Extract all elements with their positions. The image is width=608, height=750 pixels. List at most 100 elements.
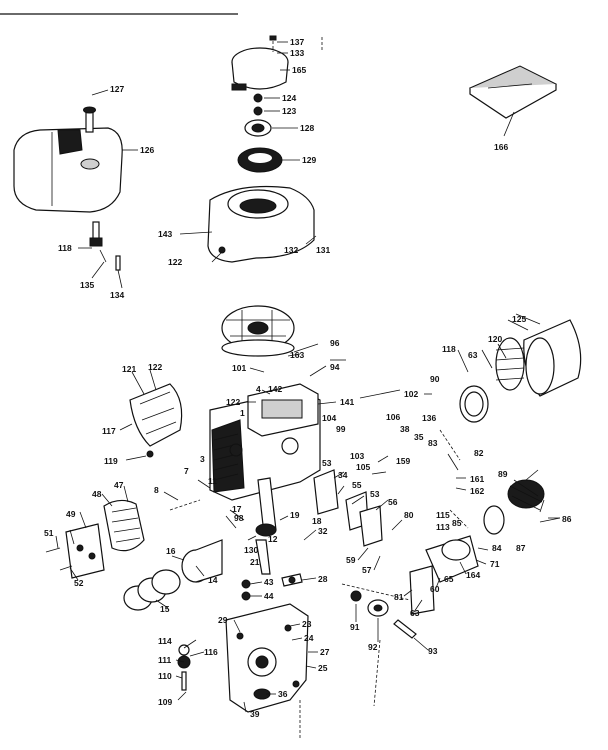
label-53-b: 53 xyxy=(370,489,380,499)
label-125: 125 xyxy=(512,314,526,324)
label-110: 110 xyxy=(158,671,172,681)
label-87: 87 xyxy=(516,543,526,553)
bolt-43 xyxy=(241,579,251,589)
label-86: 86 xyxy=(562,514,572,524)
label-35: 35 xyxy=(414,432,424,442)
manual-booklet xyxy=(468,65,558,119)
label-39: 39 xyxy=(250,709,260,719)
label-25: 25 xyxy=(318,663,328,673)
label-105: 105 xyxy=(356,462,370,472)
label-131: 131 xyxy=(316,245,330,255)
label-127: 127 xyxy=(110,84,124,94)
label-99: 99 xyxy=(336,424,346,434)
label-98: 98 xyxy=(234,513,244,523)
label-119: 119 xyxy=(104,456,118,466)
label-92: 92 xyxy=(368,642,378,652)
label-24: 24 xyxy=(304,633,314,643)
label-123: 123 xyxy=(282,106,296,116)
screws xyxy=(45,359,561,571)
label-113: 113 xyxy=(436,522,450,532)
rewind-spring-129 xyxy=(237,147,283,173)
pulley-128 xyxy=(244,119,272,137)
label-4: 4 xyxy=(256,384,261,394)
label-29: 29 xyxy=(218,615,228,625)
label-161: 161 xyxy=(470,474,484,484)
label-18: 18 xyxy=(312,516,322,526)
label-114: 114 xyxy=(158,636,172,646)
air-cleaner xyxy=(103,499,145,552)
mounting-bracket xyxy=(65,523,105,579)
label-132: 132 xyxy=(284,245,298,255)
label-3: 3 xyxy=(200,454,205,464)
crankshaft xyxy=(255,477,277,575)
crankcase xyxy=(225,603,309,713)
label-1: 1 xyxy=(240,408,245,418)
gasket-stack xyxy=(123,569,181,611)
label-43: 43 xyxy=(264,577,274,587)
label-137: 137 xyxy=(290,37,304,47)
label-leaders xyxy=(55,41,560,713)
label-71: 71 xyxy=(490,559,500,569)
label-141: 141 xyxy=(340,397,354,407)
label-134: 134 xyxy=(110,290,124,300)
label-121: 121 xyxy=(122,364,136,374)
label-143: 143 xyxy=(158,229,172,239)
label-38: 38 xyxy=(400,424,410,434)
label-16: 16 xyxy=(166,546,176,556)
label-122-a: 122 xyxy=(168,257,182,267)
label-166: 166 xyxy=(494,142,508,152)
muffler-ring xyxy=(459,385,489,423)
label-80: 80 xyxy=(404,510,414,520)
label-17: 17 xyxy=(232,504,242,514)
label-96: 96 xyxy=(330,338,340,348)
label-11: 11 xyxy=(208,476,217,486)
label-57: 57 xyxy=(362,565,372,575)
label-103: 103 xyxy=(350,451,364,461)
label-118-b: 118 xyxy=(442,344,456,354)
label-124: 124 xyxy=(282,93,296,103)
rod-93 xyxy=(393,619,417,639)
valve-stack xyxy=(177,644,191,691)
label-47: 47 xyxy=(114,480,124,490)
label-117: 117 xyxy=(102,426,116,436)
label-7: 7 xyxy=(184,466,189,476)
label-122-b: 122 xyxy=(148,362,162,372)
label-122-c: 122 xyxy=(226,397,240,407)
label-60: 60 xyxy=(430,584,440,594)
label-135: 135 xyxy=(80,280,94,290)
ignition-module xyxy=(483,479,545,535)
washer-124 xyxy=(253,93,263,103)
starter-cup xyxy=(231,35,289,91)
label-164: 164 xyxy=(466,570,480,580)
muffler-baffle xyxy=(495,337,525,391)
assembly-lines xyxy=(169,36,469,740)
label-12: 12 xyxy=(268,534,278,544)
label-89: 89 xyxy=(498,469,508,479)
bolt-44 xyxy=(241,591,251,601)
label-162: 162 xyxy=(470,486,484,496)
label-63-a: 63 xyxy=(468,350,478,360)
label-59: 59 xyxy=(346,555,356,565)
label-81: 81 xyxy=(394,592,404,602)
label-53-a: 53 xyxy=(322,458,332,468)
blower-housing xyxy=(207,185,315,263)
label-84: 84 xyxy=(492,543,502,553)
fuel-cap-screw xyxy=(83,106,96,133)
label-55: 55 xyxy=(352,480,362,490)
label-136: 136 xyxy=(422,413,436,423)
cylinder-shroud xyxy=(129,383,183,458)
label-109: 109 xyxy=(158,697,172,707)
label-120: 120 xyxy=(488,334,502,344)
label-94: 94 xyxy=(330,362,340,372)
label-28: 28 xyxy=(318,574,328,584)
label-93: 93 xyxy=(428,646,438,656)
label-49: 49 xyxy=(66,509,76,519)
washer-123 xyxy=(253,106,263,116)
label-52: 52 xyxy=(74,578,84,588)
engine-block xyxy=(209,383,321,501)
label-159: 159 xyxy=(396,456,410,466)
label-8: 8 xyxy=(154,485,159,495)
callout-labels: 137 133 165 127 126 124 123 128 129 166 … xyxy=(44,37,572,719)
label-85: 85 xyxy=(452,518,462,528)
carburetor xyxy=(409,535,479,615)
